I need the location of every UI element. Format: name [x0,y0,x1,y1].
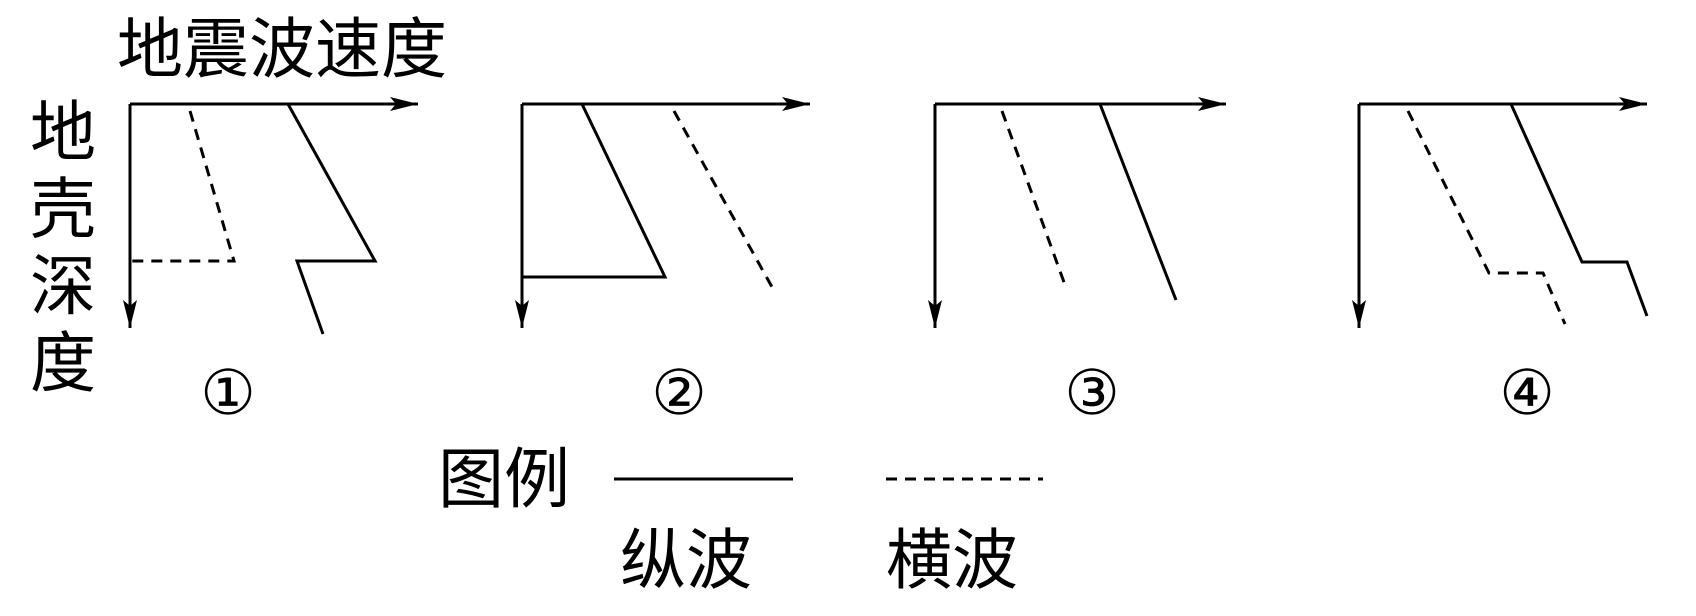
panel-label: ④ [1499,356,1555,429]
p-wave-line [286,103,378,335]
velocity-axis-title: 地震波速度 [117,11,447,88]
s-wave-line [130,110,237,263]
s-wave-line [1000,110,1067,286]
s-wave-line [1406,110,1567,325]
p-wave-line [1098,103,1178,301]
s-wave-line [672,110,774,288]
depth-char: 壳 [30,171,96,248]
panel-label: ③ [1064,356,1120,429]
p-wave-line [1509,103,1649,317]
legend-s-wave-label: 横波 [886,522,1018,599]
depth-axis-title: 地 壳 深 度 [30,94,96,402]
legend-p-wave-label: 纵波 [620,522,752,599]
panel-3: ③ [928,97,1226,429]
legend-title: 图例 [438,441,570,518]
depth-char: 地 [30,94,96,171]
legend: 图例 纵波 横波 [438,441,1043,599]
panel-1: ① [123,97,418,429]
depth-char: 度 [30,325,96,402]
panel-label: ① [200,356,256,429]
panel-label: ② [651,356,707,429]
depth-char: 深 [30,248,96,325]
p-wave-line [522,103,668,279]
panel-4: ④ [1352,97,1649,429]
panel-2: ② [515,97,810,429]
